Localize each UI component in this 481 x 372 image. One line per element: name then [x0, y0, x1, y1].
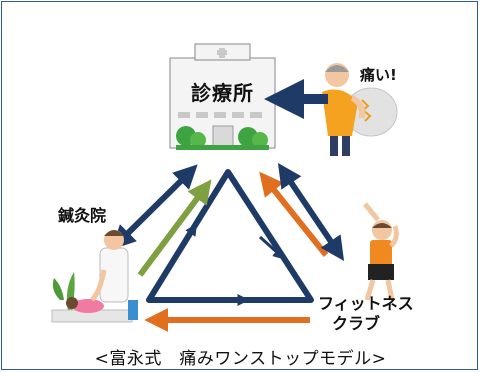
clinic-acupuncture-arrow	[111, 164, 198, 250]
fitness-label-line1: フィットネス	[318, 294, 414, 313]
acupuncture-to-clinic-arrow	[137, 179, 212, 277]
clinic-building-icon	[169, 43, 276, 150]
clinic-label: 診療所	[191, 81, 254, 105]
triangle-right-arrowhead	[258, 235, 286, 260]
acupuncture-clinic-icon	[51, 230, 138, 323]
patient-in-pain-icon	[322, 63, 398, 156]
fitness-stretch-icon	[363, 202, 399, 301]
pain-label: 痛い!	[360, 66, 397, 84]
clinic-fitness-arrow	[277, 163, 345, 261]
fitness-label-line2: クラブ	[332, 314, 381, 333]
acupuncture-label: 鍼灸院	[58, 206, 107, 225]
fitness-label: フィットネス クラブ	[318, 294, 414, 334]
triangle-left-arrowhead	[172, 223, 197, 260]
diagram-caption: <富永式 痛みワンストップモデル>	[94, 349, 387, 369]
